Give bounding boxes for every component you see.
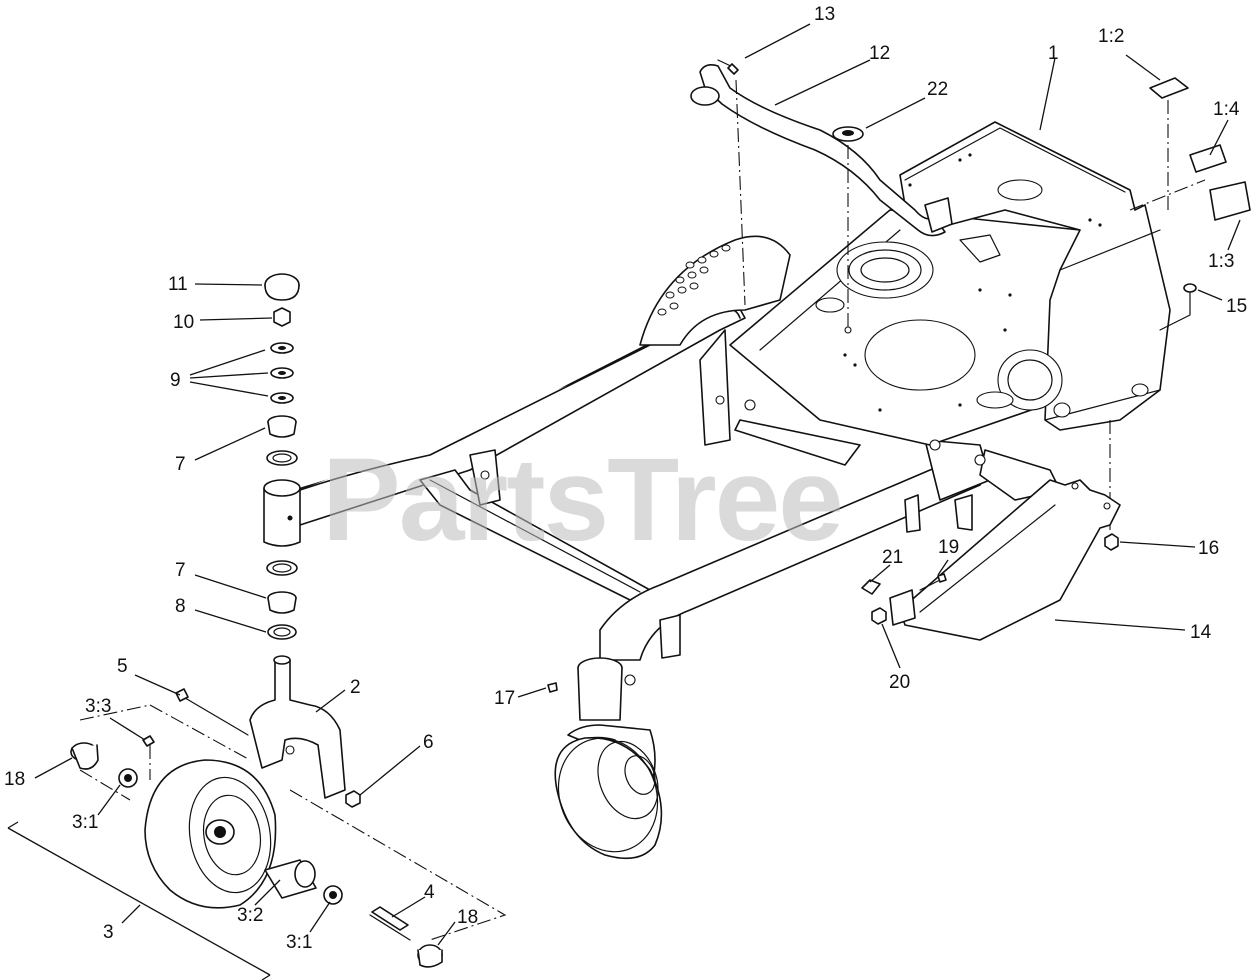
- callout-15: 15: [1226, 296, 1247, 317]
- callout-9: 9: [170, 370, 181, 391]
- callout-1-3: 1:3: [1208, 251, 1234, 272]
- main-frame: [294, 299, 991, 686]
- front-caster-assembly: [547, 657, 663, 860]
- callout-5: 5: [117, 656, 128, 677]
- bar-assembly: [690, 59, 953, 306]
- decals: [1129, 77, 1251, 221]
- caster-fork-exploded: [142, 273, 361, 808]
- callout-19: 19: [938, 537, 959, 558]
- callout-3-1-right: 3:1: [286, 932, 312, 953]
- callout-6: 6: [423, 732, 434, 753]
- callout-labels: 13 12 22 1 1:2 1:4 1:3 15 11 10 9 7 7 8 …: [4, 4, 1247, 953]
- callout-2: 2: [350, 677, 361, 698]
- callout-4: 4: [424, 882, 435, 903]
- callout-3-2: 3:2: [237, 905, 263, 926]
- callout-3-3: 3:3: [85, 696, 111, 717]
- callout-20: 20: [889, 672, 910, 693]
- callout-22: 22: [927, 79, 948, 100]
- small-hardware: [861, 283, 1197, 641]
- watermark: PartsTree: [322, 434, 842, 566]
- callout-18-right: 18: [457, 907, 478, 928]
- callout-10: 10: [173, 312, 194, 333]
- grommet-22: [832, 126, 864, 334]
- callout-7-top: 7: [175, 454, 186, 475]
- left-wheel-exploded: [7, 704, 507, 980]
- callout-1: 1: [1048, 43, 1059, 64]
- callout-8: 8: [175, 596, 186, 617]
- callout-21: 21: [882, 547, 903, 568]
- callout-3-1-left: 3:1: [72, 812, 98, 833]
- callout-14: 14: [1190, 622, 1212, 643]
- callout-17: 17: [494, 688, 515, 709]
- callout-16: 16: [1198, 538, 1219, 559]
- callout-1-2: 1:2: [1098, 26, 1124, 47]
- callout-11: 11: [168, 274, 188, 295]
- leader-lines: [34, 23, 1241, 946]
- callout-12: 12: [869, 43, 890, 64]
- seat-plate: [639, 121, 1171, 501]
- callout-18-left: 18: [4, 769, 25, 790]
- callout-13: 13: [814, 4, 835, 25]
- callout-3: 3: [103, 922, 114, 943]
- callout-1-4: 1:4: [1213, 99, 1240, 120]
- callout-7-bottom: 7: [175, 560, 186, 581]
